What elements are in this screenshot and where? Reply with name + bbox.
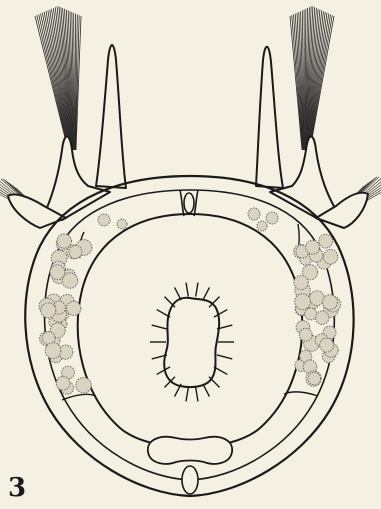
oblique-muscle-left <box>62 394 96 400</box>
bristle-tuft-right <box>290 6 334 150</box>
ventral-vessel <box>182 466 198 494</box>
figure-number: 3 <box>8 474 26 502</box>
oblique-muscle-right <box>284 392 318 396</box>
dorsal-septum <box>180 190 198 216</box>
gut-lumen <box>164 298 219 387</box>
gut-villi <box>150 283 234 402</box>
dorsal-cirrus-right <box>256 47 283 188</box>
ventral-nerve-cord <box>148 437 232 464</box>
dorsal-cirrus-left <box>96 45 126 188</box>
gamete-cluster <box>39 208 341 394</box>
gut-wall <box>78 214 302 448</box>
body-wall-inner <box>45 190 335 480</box>
bristle-tuft-left <box>35 6 81 150</box>
dorsal-vessel <box>184 193 194 213</box>
